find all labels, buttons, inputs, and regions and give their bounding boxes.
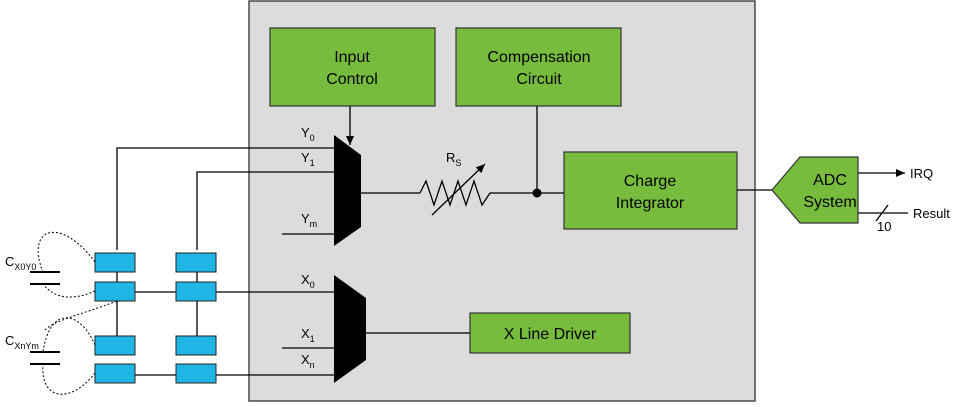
charge-integrator-line2: Integrator	[616, 195, 685, 212]
electrode-pad	[175, 281, 217, 302]
charge-integrator-block: Charge Integrator	[563, 151, 738, 230]
electrode-pad	[94, 335, 136, 356]
electrode-pad	[175, 335, 217, 356]
input-control-line2: Control	[326, 71, 378, 88]
y0-line	[116, 147, 338, 250]
electrode-pad	[175, 252, 217, 273]
capacitor-cxnym	[30, 300, 118, 395]
y1-line	[196, 171, 336, 250]
x1-label: X1	[301, 326, 315, 344]
electrode-grid	[94, 252, 217, 384]
xn-label: Xn	[301, 352, 315, 370]
adc-system-block: ADC System	[771, 156, 859, 224]
adc-line1: ADC	[813, 172, 847, 189]
capacitor-cx0y0	[30, 231, 96, 298]
compensation-circuit-block: Compensation Circuit	[455, 27, 622, 107]
compensation-line2: Circuit	[516, 71, 562, 88]
cxnym-label: CXnYm	[5, 333, 39, 351]
ym-label: Ym	[301, 211, 317, 229]
input-control-line1: Input	[334, 49, 370, 66]
variable-resistor	[419, 178, 495, 208]
rs-label: RS	[446, 150, 461, 168]
electrode-pad	[94, 281, 136, 302]
cx0y0-label: CX0Y0	[5, 254, 36, 272]
y-multiplexer	[334, 135, 361, 246]
result-label: Result	[913, 206, 950, 221]
electrode-pad	[175, 363, 217, 384]
x-multiplexer	[334, 275, 366, 383]
x-line-driver-block: X Line Driver	[469, 312, 631, 354]
input-control-block: Input Control	[269, 27, 436, 107]
adc-line2: System	[803, 194, 856, 211]
electrode-pad	[94, 252, 136, 273]
charge-integrator-line1: Charge	[624, 173, 677, 190]
compensation-line1: Compensation	[487, 49, 590, 66]
irq-label: IRQ	[910, 166, 933, 181]
x-line-driver-label: X Line Driver	[504, 326, 597, 343]
variable-resistor-arrow	[431, 163, 486, 216]
electrode-pad	[94, 363, 136, 384]
bus-slash	[875, 204, 889, 222]
y1-label: Y1	[301, 150, 315, 168]
y0-label: Y0	[301, 125, 315, 143]
x0-label: X0	[301, 272, 315, 290]
bus-width-label: 10	[877, 219, 891, 234]
